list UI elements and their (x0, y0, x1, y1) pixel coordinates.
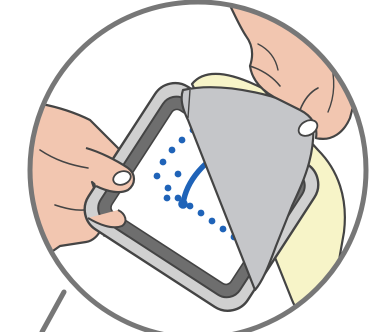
magnifier-content (0, 0, 377, 320)
magnifier-handle (42, 292, 64, 332)
